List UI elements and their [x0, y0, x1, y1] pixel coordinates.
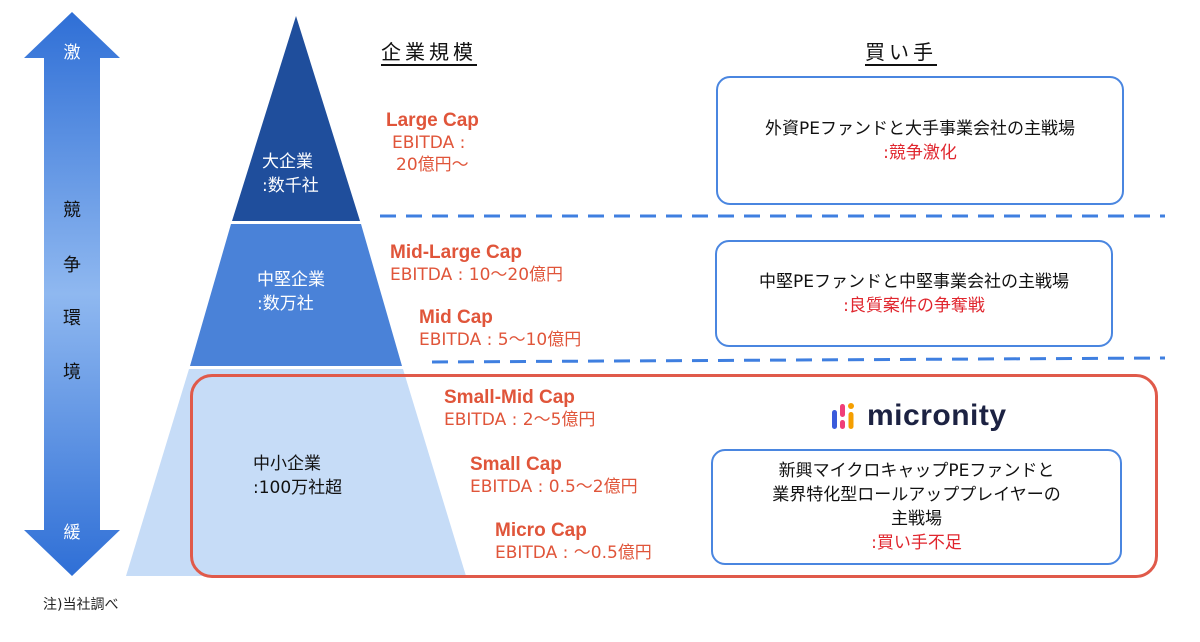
cap-large-value-1: EBITDA :	[392, 133, 466, 153]
cap-mid-large-value: EBITDA : 10〜20億円	[390, 265, 564, 285]
micronity-logo: micronity	[831, 399, 1007, 433]
cap-small-mid-value: EBITDA : 2〜5億円	[444, 410, 596, 430]
buyer-large-text: 外資PEファンドと大手事業会社の主戦場	[765, 118, 1075, 139]
separator-mid-small	[431, 356, 1166, 364]
tier-small-count: :100万社超	[253, 478, 343, 498]
tier-mid-name: 中堅企業	[257, 270, 325, 290]
axis-label-char-1: 競	[63, 200, 81, 221]
cap-large: Large Cap EBITDA : 20億円〜	[386, 110, 479, 176]
tier-mid-label: 中堅企業 :数万社	[257, 268, 325, 316]
cap-mid-name: Mid Cap	[419, 307, 493, 328]
tier-mid-count: :数万社	[257, 294, 314, 314]
buyers-header: 買い手	[865, 40, 937, 64]
tier-small-name: 中小企業	[253, 454, 321, 474]
axis-top-label: 激	[63, 43, 81, 63]
buyer-small-highlight: :買い手不足	[871, 533, 962, 553]
tier-small-shape	[126, 369, 466, 576]
tier-large-name: 大企業	[262, 152, 313, 172]
buyer-small-text-1: 新興マイクロキャップPEファンドと	[778, 461, 1055, 481]
buyer-small-text-3: 主戦場	[891, 509, 942, 529]
small-cap-frame	[190, 374, 1158, 578]
buyer-mid-highlight: :良質案件の争奪戦	[843, 295, 985, 316]
company-size-header: 企業規模	[381, 40, 477, 64]
tier-large-count: :数千社	[262, 176, 319, 196]
buyer-box-mid: 中堅PEファンドと中堅事業会社の主戦場 :良質案件の争奪戦	[715, 240, 1113, 347]
source-note: 注)当社調べ	[43, 597, 119, 613]
axis-label-char-3: 環	[63, 308, 81, 329]
tier-small-label: 中小企業 :100万社超	[253, 452, 342, 500]
cap-micro: Micro Cap EBITDA : 〜0.5億円	[495, 520, 652, 564]
cap-small: Small Cap EBITDA : 0.5〜2億円	[470, 454, 638, 498]
axis-label-char-2: 争	[63, 255, 81, 276]
buyer-box-large: 外資PEファンドと大手事業会社の主戦場 :競争激化	[716, 76, 1124, 205]
axis-label-char-4: 境	[63, 362, 81, 383]
cap-mid-value: EBITDA : 5〜10億円	[419, 330, 582, 350]
cap-small-name: Small Cap	[470, 454, 562, 475]
competition-arrow	[24, 12, 120, 576]
micronity-logo-text: micronity	[867, 399, 1007, 432]
tier-large-label: 大企業 :数千社	[262, 150, 319, 198]
buyer-mid-text: 中堅PEファンドと中堅事業会社の主戦場	[759, 271, 1069, 292]
buyer-small-text-2: 業界特化型ロールアッププレイヤーの	[772, 485, 1061, 505]
cap-small-mid-name: Small-Mid Cap	[444, 387, 575, 408]
micronity-logo-mark	[832, 403, 854, 429]
cap-small-value: EBITDA : 0.5〜2億円	[470, 477, 638, 497]
tier-mid-shape	[190, 224, 402, 366]
buyer-large-highlight: :競争激化	[883, 142, 957, 163]
cap-micro-value: EBITDA : 〜0.5億円	[495, 543, 652, 563]
cap-mid-large-name: Mid-Large Cap	[390, 242, 522, 263]
cap-micro-name: Micro Cap	[495, 520, 587, 541]
cap-large-name: Large Cap	[386, 110, 479, 131]
buyer-box-small: 新興マイクロキャップPEファンドと 業界特化型ロールアッププレイヤーの 主戦場 …	[711, 449, 1122, 565]
cap-mid: Mid Cap EBITDA : 5〜10億円	[419, 307, 581, 351]
cap-small-mid: Small-Mid Cap EBITDA : 2〜5億円	[444, 387, 595, 431]
cap-mid-large: Mid-Large Cap EBITDA : 10〜20億円	[390, 242, 563, 286]
axis-bottom-label: 緩	[63, 523, 81, 543]
tier-large-shape	[232, 16, 360, 221]
cap-large-value-2: 20億円〜	[396, 155, 469, 175]
